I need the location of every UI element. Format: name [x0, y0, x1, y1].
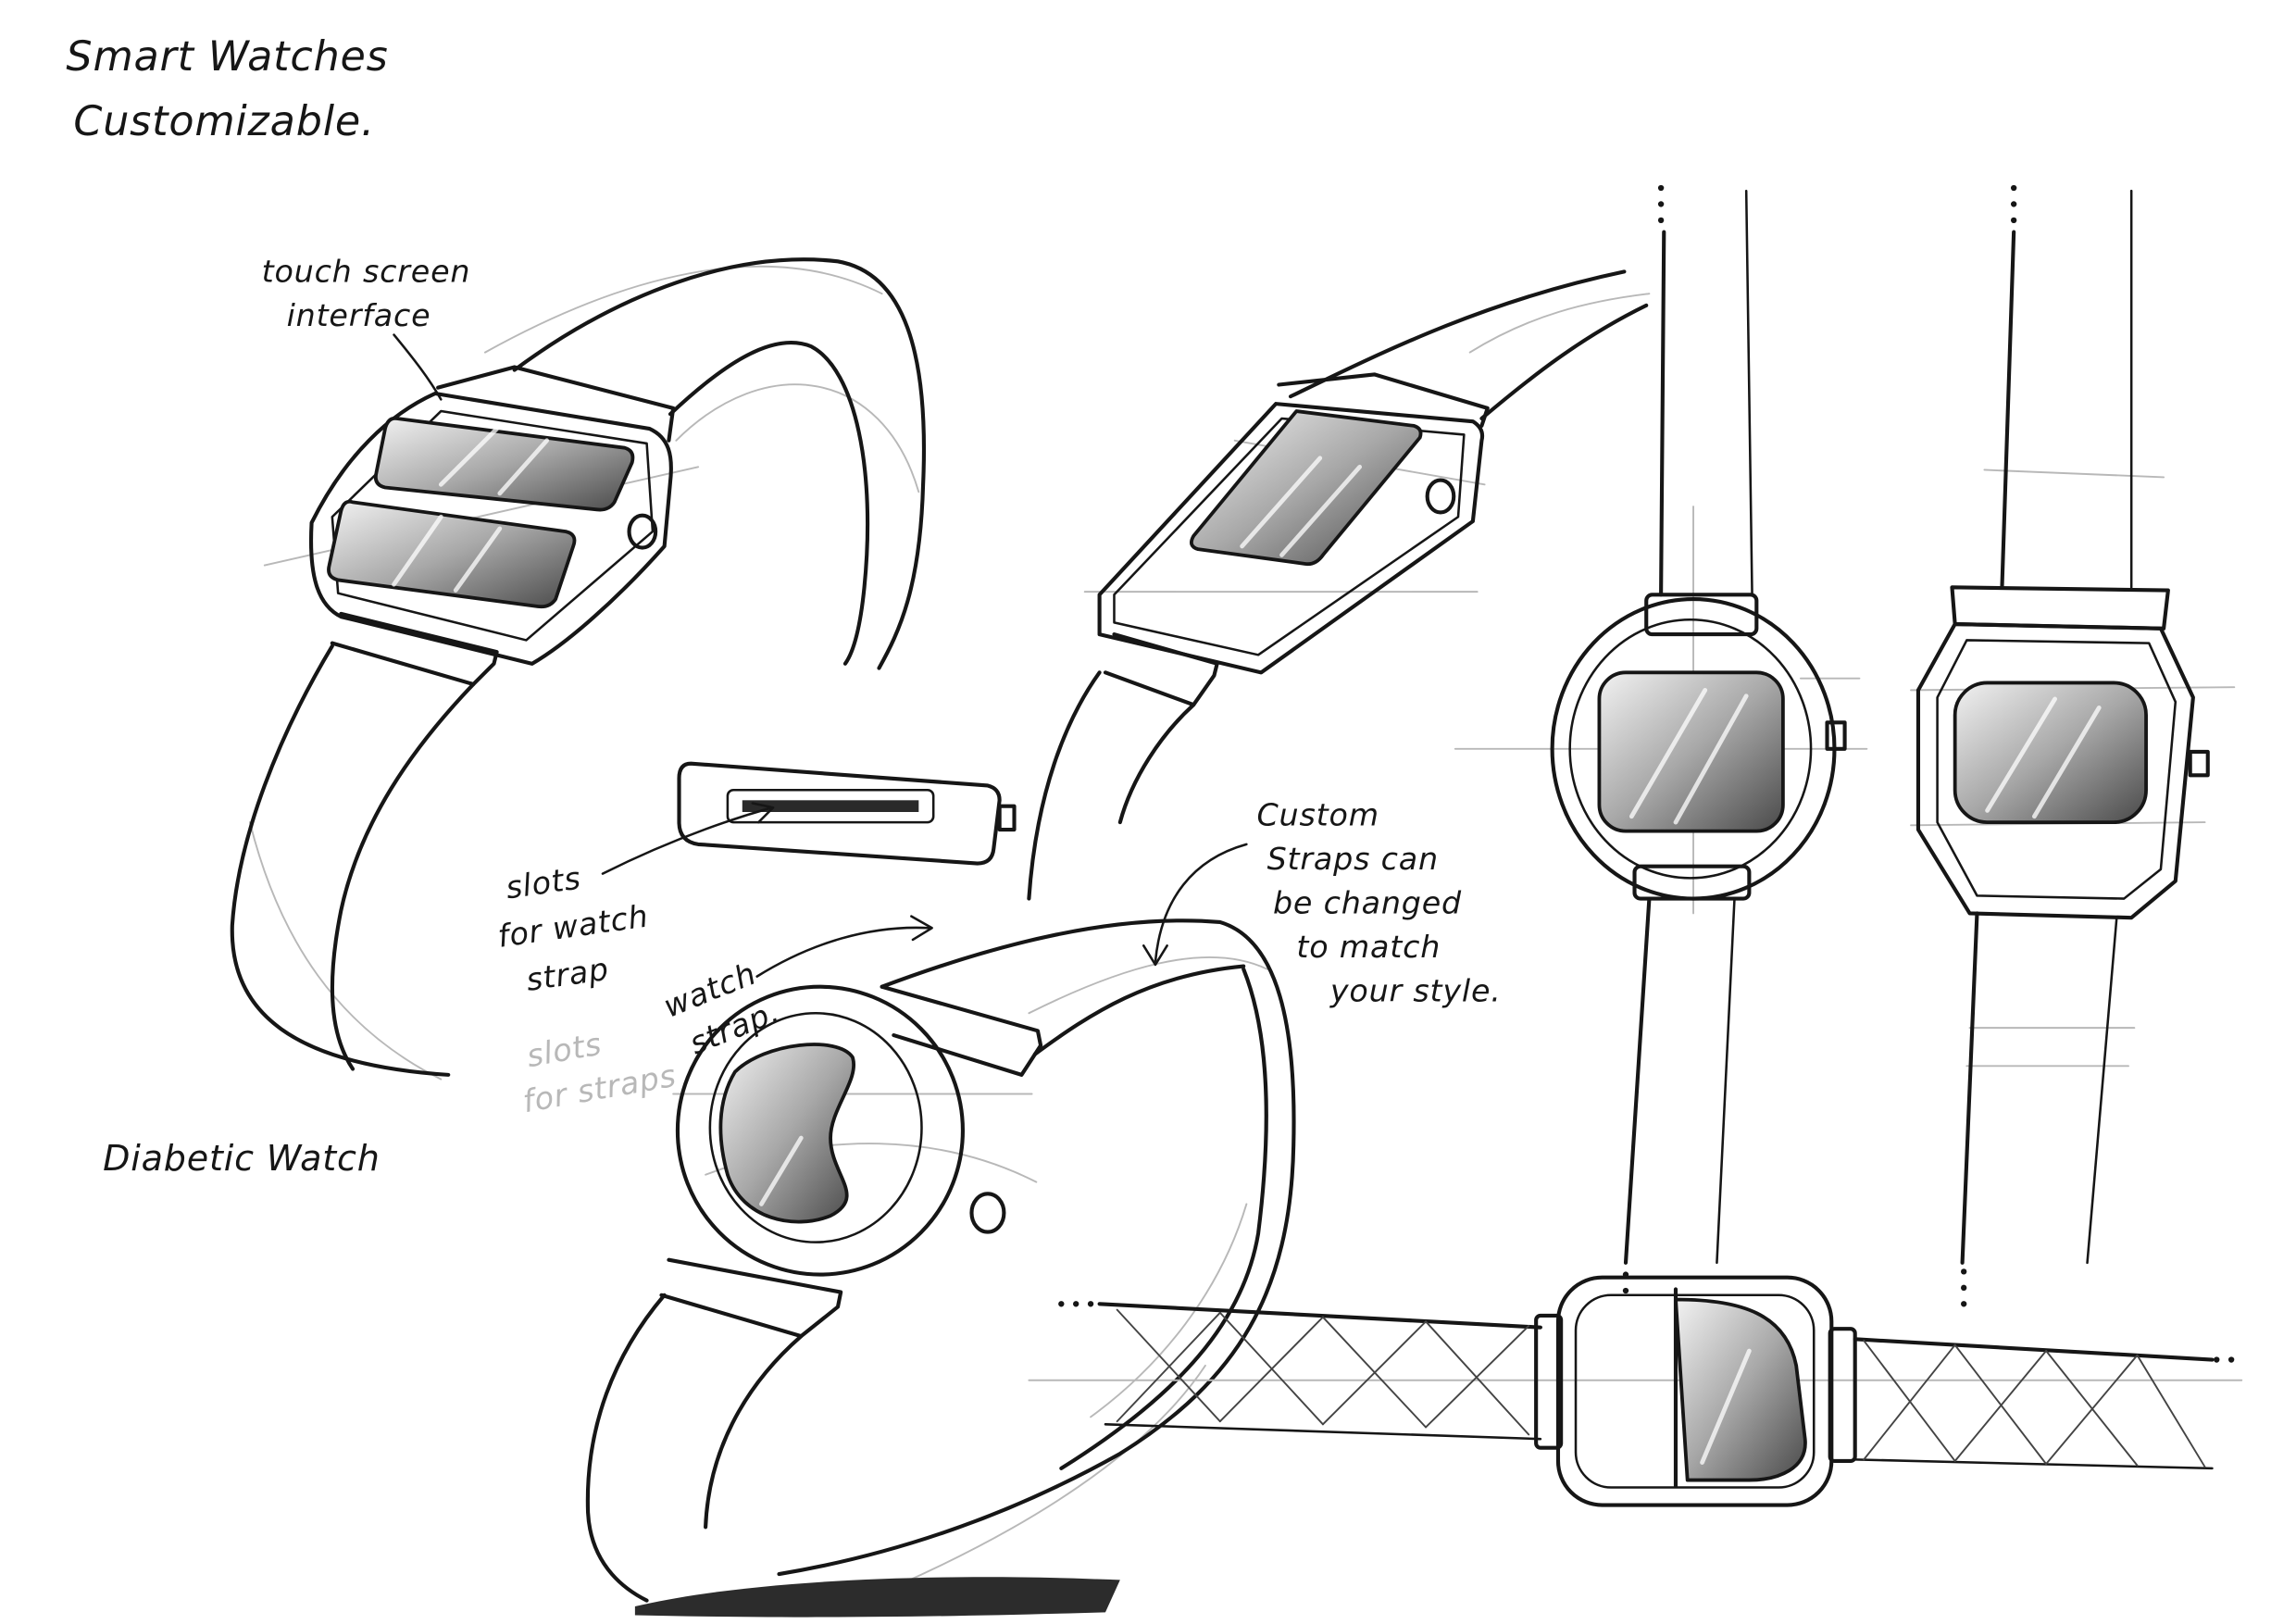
patterned-strap-watch-sketch [1028, 1275, 2243, 1507]
crown-icon [997, 804, 1017, 832]
upper-strap [777, 918, 1296, 1577]
case-face [1574, 1293, 1816, 1489]
custom-straps-label-2: Straps can [1267, 841, 1439, 877]
upper-screen [373, 416, 635, 512]
arrowhead-icon [1142, 944, 1168, 967]
screen [1190, 409, 1423, 567]
round-case-front-view-sketch [1454, 184, 1868, 1294]
bean-screen [718, 1043, 856, 1224]
square-screen [1597, 670, 1785, 833]
bezel [708, 1011, 923, 1243]
cast-shadow [634, 1577, 1120, 1618]
touch-screen-label-2: interface [287, 297, 431, 333]
custom-straps-label-4: to match [1296, 929, 1441, 965]
crown-icon [627, 513, 658, 550]
title-line-2: Customizable. [73, 98, 375, 145]
top-lug [436, 365, 676, 443]
leader-line [755, 926, 930, 978]
slim-rectangular-watch-sketch [1027, 269, 1651, 901]
arrowhead-icon [910, 915, 933, 942]
diabetic-watch-caption: Diabetic Watch [103, 1138, 381, 1179]
case-face [331, 409, 655, 642]
octagonal-case-front-view-sketch [1910, 184, 2236, 1307]
lower-strap [230, 643, 476, 1077]
lower-strap [585, 1293, 804, 1603]
upper-strap [1659, 189, 1753, 597]
case-face [1113, 417, 1466, 656]
lower-screen [327, 499, 577, 609]
case-face [1936, 639, 2177, 900]
slot-frame [726, 788, 935, 824]
lower-strap [1027, 670, 1196, 901]
leader-line [1154, 843, 1248, 964]
bottom-lug [330, 611, 499, 687]
upper-strap [1288, 269, 1649, 421]
title-line-1: Smart Watches [66, 33, 388, 81]
touch-screen-annotation: touch screen interface [262, 254, 471, 401]
watch-case [675, 984, 966, 1277]
top-lug [880, 984, 1043, 1077]
lower-strap [1960, 911, 2118, 1265]
strap-end-dots [1961, 184, 2017, 1307]
slots-label-1: slots [504, 860, 583, 906]
watch-case [1555, 1275, 1834, 1507]
left-strap [1097, 1302, 1542, 1441]
upper-strap [512, 257, 927, 670]
watch-case [1097, 402, 1485, 675]
upper-strap [2000, 189, 2133, 590]
leader-line [393, 333, 443, 401]
strap-slot-detail-sketch [677, 761, 1017, 866]
custom-straps-annotation: Custom Straps can be changed to match yo… [1142, 796, 1502, 1009]
bezel [1568, 618, 1813, 880]
slots-label-3: strap [524, 951, 611, 998]
slot-case [677, 761, 1002, 866]
slots-label-2: for watch [495, 898, 651, 955]
square-watch-sketch [230, 257, 927, 1081]
bottom-lug [1103, 632, 1219, 707]
bottom-lug [659, 1257, 843, 1339]
custom-straps-label-1: Custom [1256, 796, 1379, 832]
strap-end-dots [1058, 1301, 2235, 1363]
left-lug [1534, 1313, 1564, 1450]
lower-strap [1623, 896, 1736, 1265]
bottom-lug [1632, 864, 1752, 901]
right-lug [1828, 1327, 1857, 1464]
round-watch-sketch [585, 918, 1296, 1618]
slots-for-straps-pencil-note: slots for straps [520, 1026, 680, 1120]
crown-icon [2188, 749, 2210, 778]
top-lug [1950, 585, 2170, 631]
right-strap [1853, 1337, 2215, 1470]
touch-screen-label-1: touch screen [262, 254, 471, 290]
crown-icon [1425, 478, 1456, 515]
arrowhead-icon [751, 802, 775, 824]
leader-line [601, 806, 773, 875]
custom-straps-label-5: your style. [1329, 973, 1502, 1009]
slots-for-straps-label-1: slots [524, 1026, 605, 1075]
top-lug [1277, 372, 1490, 428]
construction-lines [672, 956, 1268, 1587]
watch-case [308, 391, 673, 666]
crown-icon [969, 1192, 1006, 1234]
d-shaped-screen [1674, 1297, 1807, 1482]
watch-case [1915, 621, 2195, 920]
custom-straps-label-3: be changed [1273, 884, 1462, 920]
crown-icon [1825, 720, 1847, 751]
slot-opening [742, 800, 919, 812]
